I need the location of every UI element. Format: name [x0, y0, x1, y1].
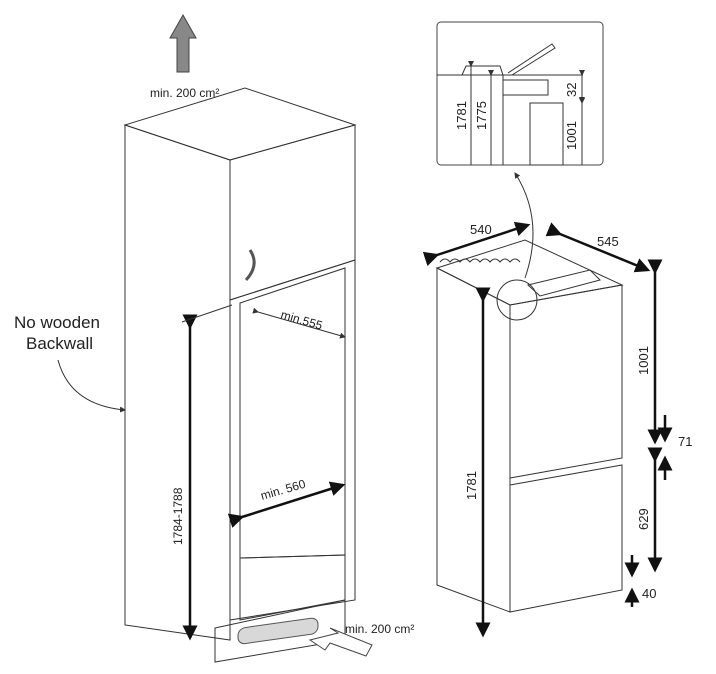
appliance-width-label: 540: [470, 222, 492, 237]
bottom-vent-label: min. 200 cm²: [345, 622, 414, 636]
top-seal: [439, 258, 521, 263]
inset-body-height-label: 1775: [474, 101, 489, 130]
inset-total-height-label: 1781: [454, 101, 469, 130]
detail-callout-circle: [496, 279, 538, 321]
detail-inset: [436, 21, 604, 166]
backwall-note-line1: No wooden: [14, 313, 100, 332]
width-dimension-line: [227, 481, 346, 528]
inset-top-gap-label: 32: [564, 83, 579, 97]
gap-label: 71: [678, 434, 692, 449]
airflow-in-arrow-icon: [308, 627, 373, 657]
door-handle-icon: [244, 249, 256, 282]
inset-upper-door-label: 1001: [564, 121, 579, 150]
fridge-top: [435, 239, 624, 306]
airflow-up-arrow-icon: [169, 13, 197, 73]
upper-cabinet-door: [229, 124, 356, 301]
fridge-lower-door: [509, 464, 623, 613]
upper-door-label: 1001: [636, 346, 651, 375]
opening-height-label: 1784-1788: [171, 487, 185, 545]
cabinet-side-panel: [124, 124, 231, 641]
plinth-vent-grille: [237, 617, 319, 645]
top-vent-label: min. 200 cm²: [150, 86, 219, 100]
backwall-pointer-arrow: [57, 359, 126, 413]
fridge-upper-door: [509, 284, 623, 479]
backwall-note-line2: Backwall: [26, 334, 93, 353]
width-dimension-line: [422, 221, 531, 267]
depth-dimension-line: [545, 222, 651, 273]
depth-dimension-line: [252, 307, 346, 339]
fridge-side: [436, 267, 511, 613]
fridge-appliance: [435, 172, 624, 613]
appliance-height-label: 1781: [464, 471, 479, 500]
bottom-label: 40: [642, 586, 656, 601]
top-hinge: [526, 269, 601, 297]
lower-door-label: 629: [636, 508, 651, 530]
appliance-depth-label: 545: [597, 234, 619, 249]
opening-depth-label: min.555: [279, 307, 324, 332]
cabinet-housing: [123, 87, 357, 663]
